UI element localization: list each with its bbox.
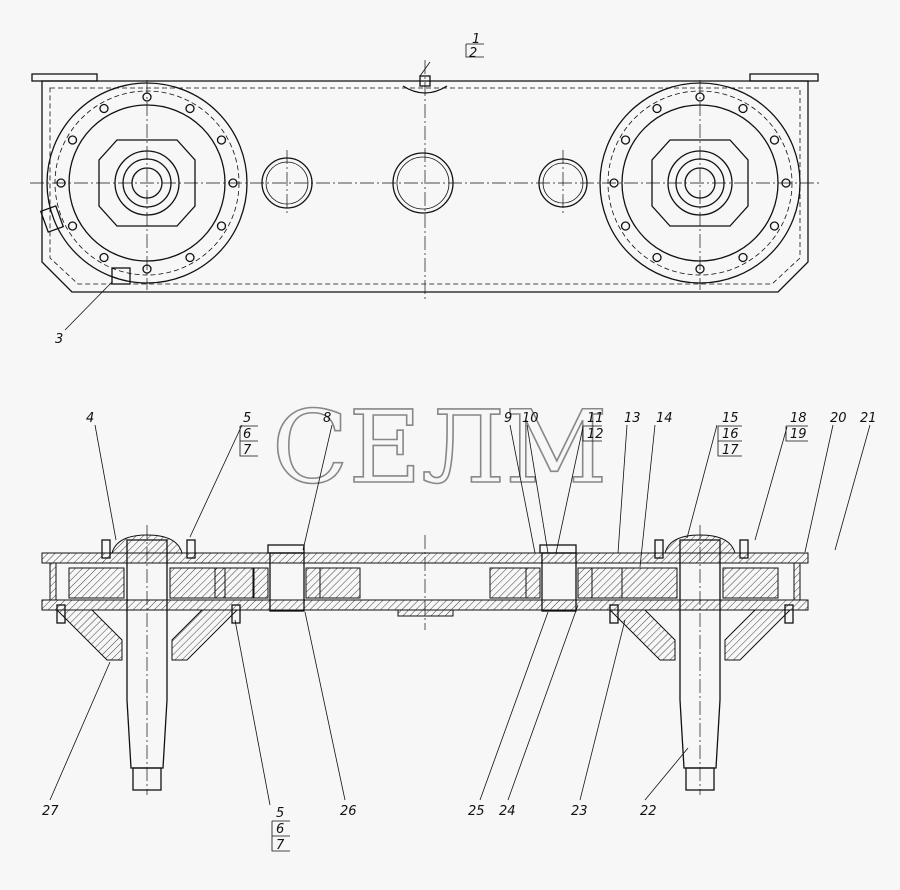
gear-section — [68, 567, 125, 599]
callout-6-lower: 6 — [276, 822, 284, 837]
left-mounting-flange — [31, 73, 98, 82]
drain-plug — [111, 267, 131, 285]
callout-23: 23 — [571, 804, 588, 819]
bolt-icon — [67, 135, 78, 145]
housing-outline — [41, 80, 809, 293]
bolt-icon — [185, 252, 195, 263]
callout-22: 22 — [640, 804, 657, 819]
callout-5: 5 — [243, 411, 251, 426]
bolt-icon — [609, 178, 619, 188]
callout-14: 14 — [656, 411, 673, 426]
output-shaft-assembly — [55, 525, 241, 795]
bolt-icon — [228, 178, 238, 188]
bolt-icon — [620, 221, 631, 231]
callout-17: 17 — [722, 443, 739, 458]
bolt-icon — [738, 252, 748, 263]
bearing-housing — [171, 609, 239, 661]
gear-section — [722, 567, 779, 599]
bolt-icon — [781, 178, 791, 188]
gear-section — [621, 567, 678, 599]
bolt-icon — [695, 264, 705, 274]
bolt-icon — [142, 92, 152, 102]
callout-20: 20 — [830, 411, 847, 426]
callout-21: 21 — [860, 411, 877, 426]
callout-24: 24 — [499, 804, 516, 819]
callout-12: 12 — [587, 427, 604, 442]
bolt-icon — [216, 221, 227, 231]
watermark: СЕЛМ — [272, 389, 607, 506]
top-view — [30, 60, 820, 300]
bolt-icon — [56, 178, 66, 188]
side-plug — [39, 205, 65, 233]
callout-3: 3 — [55, 332, 63, 347]
callout-10: 10 — [522, 411, 539, 426]
callout-7-lower: 7 — [276, 838, 285, 853]
housing-hidden-line — [49, 87, 801, 285]
callout-labels: 1 2 3 4 5 6 7 8 9 10 11 12 13 14 15 16 1… — [42, 32, 877, 853]
callout-26: 26 — [340, 804, 357, 819]
left-idler-assembly — [214, 544, 361, 612]
callout-8: 8 — [323, 411, 331, 426]
callout-11: 11 — [587, 411, 604, 426]
bolt-icon — [652, 103, 662, 114]
bolt-icon — [652, 252, 662, 263]
callout-13: 13 — [624, 411, 641, 426]
bolt-icon — [185, 103, 195, 114]
center-opening — [392, 152, 454, 214]
bearing-housing — [724, 609, 792, 661]
filler-plug — [419, 75, 431, 87]
bolt-icon — [56, 604, 66, 624]
filler-cap — [402, 85, 448, 94]
bolt-icon — [609, 604, 619, 624]
output-shaft-assembly — [608, 525, 794, 795]
label-boxes — [239, 43, 808, 852]
bolt-icon — [216, 135, 227, 145]
bolt-icon — [142, 264, 152, 274]
callout-19: 19 — [790, 427, 807, 442]
callout-9: 9 — [504, 411, 512, 426]
left-gear-cover — [46, 80, 248, 290]
bolt-icon — [186, 539, 196, 559]
cover-bolts — [56, 92, 791, 274]
bolt-icon — [101, 539, 111, 559]
bolt-icon — [739, 539, 749, 559]
callout-6: 6 — [243, 427, 251, 442]
right-gear-cover — [599, 80, 801, 290]
bolt-icon — [695, 92, 705, 102]
callout-25: 25 — [468, 804, 485, 819]
bottom-cover — [397, 609, 454, 617]
bolt-icon — [654, 539, 664, 559]
bolt-icon — [99, 252, 109, 263]
callout-4: 4 — [86, 411, 94, 426]
shaft — [679, 539, 721, 769]
bolt-icon — [769, 135, 780, 145]
callout-1: 1 — [472, 32, 480, 47]
bolt-icon — [769, 221, 780, 231]
callout-16: 16 — [722, 427, 739, 442]
bearing-housing — [608, 609, 676, 661]
shaft — [126, 539, 168, 769]
bolt-icon — [231, 604, 241, 624]
bolt-icon — [738, 103, 748, 114]
callout-15: 15 — [722, 411, 739, 426]
callout-18: 18 — [790, 411, 807, 426]
callout-5-lower: 5 — [276, 806, 284, 821]
bolt-icon — [99, 103, 109, 114]
bolt-icon — [784, 604, 794, 624]
callout-27: 27 — [42, 804, 59, 819]
bearing-housing — [55, 609, 123, 661]
shafts — [55, 525, 794, 795]
right-idler-assembly — [489, 544, 623, 612]
leader-lines — [49, 61, 871, 806]
bolt-icon — [67, 221, 78, 231]
bolt-icon — [620, 135, 631, 145]
callout-2: 2 — [469, 46, 477, 61]
section-view — [41, 525, 809, 795]
right-mounting-flange — [749, 73, 819, 82]
callout-7: 7 — [243, 443, 252, 458]
